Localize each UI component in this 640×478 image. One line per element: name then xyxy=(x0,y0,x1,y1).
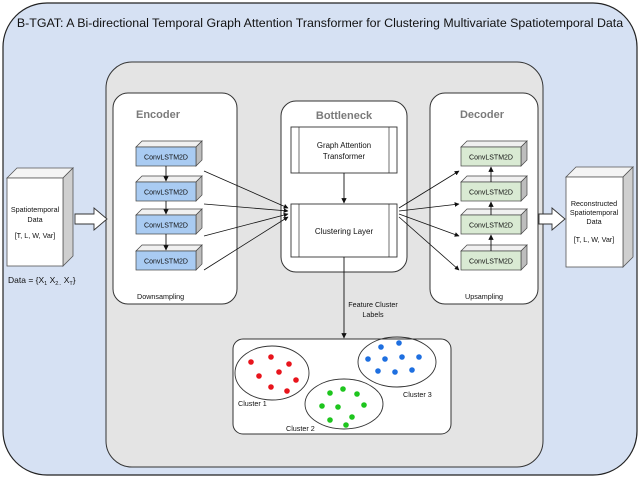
cluster-2-points xyxy=(319,386,367,428)
input-hollow-arrow xyxy=(74,207,108,231)
cluster-3-ellipse xyxy=(357,336,437,388)
output-hollow-arrow xyxy=(538,207,566,231)
cluster-2-ellipse xyxy=(304,378,384,430)
bottleneck-title: Bottleneck xyxy=(316,110,373,122)
feature-cluster-labels-line2: Labels xyxy=(362,310,384,319)
gat-label-line1: Graph Attention xyxy=(317,141,371,150)
encoder-title: Encoder xyxy=(136,109,181,121)
decoder-block-label: ConvLSTM2D xyxy=(469,155,513,162)
decoder-caption: Upsampling xyxy=(465,292,503,301)
gat-label-line2: Transformer xyxy=(323,152,366,161)
encoder-blocks: ConvLSTM2D ConvLSTM2D ConvLSTM2D ConvLSTM2D xyxy=(135,140,203,271)
cluster-1-label: Cluster 1 xyxy=(238,399,267,408)
encoder-block-label: ConvLSTM2D xyxy=(144,223,188,230)
encoder-to-bottleneck-arrows xyxy=(203,170,289,271)
diagram-title: B-TGAT: A Bi-directional Temporal Graph … xyxy=(17,16,623,30)
cluster-2-label: Cluster 2 xyxy=(286,424,315,433)
input-dims: [T, L, W, Var] xyxy=(15,231,56,240)
output-label-line3: Data xyxy=(586,217,601,226)
output-dims: [T, L, W, Var] xyxy=(574,235,615,244)
encoder-caption: Downsampling xyxy=(137,292,184,301)
cluster-1-ellipse xyxy=(234,345,310,401)
decoder-block-label: ConvLSTM2D xyxy=(469,259,513,266)
encoder-block-1: ConvLSTM2D xyxy=(135,140,203,167)
decoder-block-2: ConvLSTM2D xyxy=(460,175,528,202)
output-label-line2: Spatiotemporal xyxy=(570,208,619,217)
input-data-cube: Spatiotemporal Data [T, L, W, Var] xyxy=(6,167,74,267)
decoder-blocks: ConvLSTM2D ConvLSTM2D ConvLSTM2D ConvLSTM2D xyxy=(460,140,528,271)
input-label-line1: Spatiotemporal xyxy=(11,205,60,214)
decoder-block-label: ConvLSTM2D xyxy=(469,190,513,197)
encoder-block-2: ConvLSTM2D xyxy=(135,175,203,202)
gat-box: Graph Attention Transformer xyxy=(290,126,398,174)
encoder-block-label: ConvLSTM2D xyxy=(144,155,188,162)
cluster-3-points xyxy=(365,340,422,375)
decoder-block-4: ConvLSTM2D xyxy=(460,244,528,271)
cluster-1-points xyxy=(248,354,299,394)
decoder-block-label: ConvLSTM2D xyxy=(469,223,513,230)
cluster-3-label: Cluster 3 xyxy=(403,390,432,399)
encoder-block-4: ConvLSTM2D xyxy=(135,244,203,271)
encoder-block-label: ConvLSTM2D xyxy=(144,190,188,197)
input-formula: Data = {X1 X2.. XT} xyxy=(8,275,76,287)
input-label-line2: Data xyxy=(27,215,42,224)
decoder-block-3: ConvLSTM2D xyxy=(460,208,528,235)
output-label-line1: Reconstructed xyxy=(571,199,617,208)
clustering-label: Clustering Layer xyxy=(315,227,374,236)
bottleneck-to-decoder-arrows xyxy=(398,170,460,271)
decoder-block-1: ConvLSTM2D xyxy=(460,140,528,167)
feature-cluster-labels-line1: Feature Cluster xyxy=(348,300,398,309)
decoder-title: Decoder xyxy=(460,109,505,121)
encoder-block-3: ConvLSTM2D xyxy=(135,208,203,235)
encoder-block-label: ConvLSTM2D xyxy=(144,259,188,266)
clustering-box: Clustering Layer xyxy=(290,203,398,258)
output-data-cube: Reconstructed Spatiotemporal Data [T, L,… xyxy=(565,166,634,268)
